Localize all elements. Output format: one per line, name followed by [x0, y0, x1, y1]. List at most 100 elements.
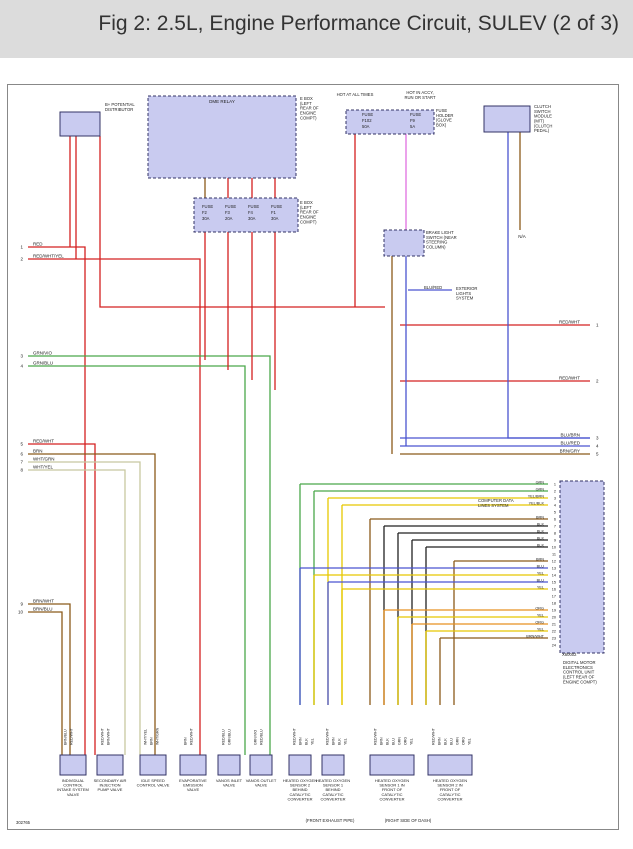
bottom-component-label: VALVE	[255, 783, 268, 788]
ecu-pin-number: 6	[554, 518, 556, 522]
bottom-component-label: CONVERTER	[320, 796, 345, 801]
potential-distributor-box	[59, 111, 101, 137]
hot-at-all-times-label: HOT AT ALL TIMES	[337, 92, 374, 97]
fuse-id: F1	[271, 210, 277, 215]
exterior-lights-wire-label: BLU/RED	[424, 285, 442, 290]
left-input-number: 4	[20, 364, 23, 369]
right-output-wire-label: BLU/BRN	[560, 433, 580, 438]
dme-relay-location: ENGINE	[300, 110, 316, 115]
bottom-component-box	[321, 754, 345, 776]
bottom-component-label: INTAKE SYSTEM	[57, 787, 89, 792]
ecu-pin-number: 14	[552, 574, 556, 578]
right-output-number: 3	[596, 436, 599, 441]
dme-ecu-label: (LEFT REAR OF	[563, 674, 595, 679]
component-wire-label: YEL	[311, 738, 315, 745]
figure-id: 302765	[16, 820, 31, 825]
ecu-pin-number: 18	[552, 602, 556, 606]
right-output-wire-label: BLU/RED	[560, 441, 580, 446]
bottom-component-label: SENSOR 2	[290, 783, 311, 788]
dme-relay-location: REAR OF	[300, 106, 319, 111]
bottom-component-label: SENSOR 1	[323, 783, 344, 788]
dme-ecu-connector: X60002	[562, 652, 577, 657]
component-wire-label: RED/WHT	[374, 727, 378, 745]
component-wire-label: RED/WHT	[101, 727, 105, 745]
bottom-component-label: VALVE	[187, 787, 200, 792]
clutch-switch-box	[483, 105, 531, 133]
ecu-pin-wire-label: BLK	[537, 537, 545, 541]
bottom-component-label: EMISSION	[183, 783, 203, 788]
left-input-number: 9	[20, 602, 23, 607]
bottom-component-label: HEATED OXYGEN	[316, 778, 350, 783]
fuse-rating: 30A	[202, 216, 210, 221]
exterior-lights-label: LIGHTS	[456, 291, 471, 296]
right-dash-label: (RIGHT SIDE OF DASH)	[385, 818, 432, 823]
fuse-block-location: REAR OF	[300, 210, 319, 215]
clutch-switch-label: SWITCH	[534, 109, 551, 114]
component-wire-label: BLK	[305, 738, 309, 745]
bottom-component-label: IDLE SPEED	[141, 778, 165, 783]
dme-relay-location: COMPT)	[300, 115, 317, 120]
ecu-pin-number: 20	[552, 616, 556, 620]
left-input-wire	[28, 611, 63, 755]
left-input-number: 5	[20, 442, 23, 447]
clutch-switch-label: (CLUTCH	[534, 123, 552, 128]
component-wire-label: RED/WHT	[190, 727, 194, 745]
ecu-pin-number: 9	[554, 539, 556, 543]
ecu-pin-number: 21	[552, 623, 556, 627]
left-input-wire-label: WHT/GRN	[33, 457, 55, 462]
fuse-block-location: E BOX	[300, 200, 313, 205]
ecu-pin-number: 10	[552, 546, 556, 550]
left-input-wire-label: RED/WHT/YEL	[33, 254, 64, 259]
component-wire-label: RED/WHT	[432, 727, 436, 745]
right-output-wire-label: RED/WHT	[559, 320, 580, 325]
ecu-pin-number: 16	[552, 588, 556, 592]
left-input-number: 3	[20, 354, 23, 359]
bottom-component-label: CONTROL VALVE	[137, 783, 170, 788]
component-wire-label: WHT/YEL	[144, 729, 148, 745]
ecu-pin-wire-label: GRN	[536, 481, 545, 485]
wire	[99, 136, 385, 308]
left-input-wire	[28, 355, 271, 755]
dme-ecu-label: ENGINE COMPT)	[563, 679, 597, 684]
component-wire-label: BRN	[438, 737, 442, 745]
component-wire-label: GRN	[398, 737, 402, 745]
ecu-pin-wire-label: BLU	[537, 565, 545, 569]
ecu-pin-wire-label: BLU	[537, 579, 545, 583]
bottom-component-label: INDIVIDUAL	[62, 778, 85, 783]
component-wire-label: GRN	[456, 737, 460, 745]
ecu-pin-wire-label: YEL	[537, 614, 544, 618]
component-wire-label: BLK	[386, 738, 390, 745]
exterior-lights-label: SYSTEM	[456, 296, 474, 301]
component-wire-label: BLK	[338, 738, 342, 745]
fuse-id: F2	[202, 210, 208, 215]
ecu-pin-number: 12	[552, 560, 556, 564]
dme-ecu-label: DIGITAL MOTOR	[563, 660, 596, 665]
fuse-name: FUSE	[362, 112, 373, 117]
ecu-pin-wire-label: ORG	[535, 607, 544, 611]
component-wire-label: RED/WHT	[70, 727, 74, 745]
ecu-pin-number: 7	[554, 525, 556, 529]
bottom-component-label: CATALYTIC	[381, 792, 402, 797]
ecu-pin-number: 13	[552, 567, 556, 571]
computer-data-lines-label: LINES SYSTEM	[478, 503, 509, 508]
component-wire-label: YEL	[410, 738, 414, 745]
ecu-pin-number: 24	[552, 644, 556, 648]
fuse-id: F3	[225, 210, 231, 215]
dme-relay-location: E BOX	[300, 96, 313, 101]
ecu-pin-number: 22	[552, 630, 556, 634]
bottom-component-label: PUMP VALVE	[98, 787, 123, 792]
bottom-component-box	[288, 754, 312, 776]
right-output-number: 2	[596, 379, 599, 384]
left-input-wire-label: GRN/BLU	[33, 361, 53, 366]
bottom-component-label: SENSOR 2 IN	[437, 783, 462, 788]
component-boxes	[59, 95, 605, 776]
bottom-component-label: CATALYTIC	[439, 792, 460, 797]
left-input-wire	[28, 258, 201, 755]
bottom-component-label: FRONT OF	[440, 787, 461, 792]
left-input-number: 2	[20, 257, 23, 262]
dme-ecu-box	[559, 480, 605, 654]
left-input-wire-label: BRN/WHT	[33, 599, 54, 604]
left-input-wire-label: WHT/YEL	[33, 465, 53, 470]
left-input-wire-label: BRN	[33, 449, 43, 454]
